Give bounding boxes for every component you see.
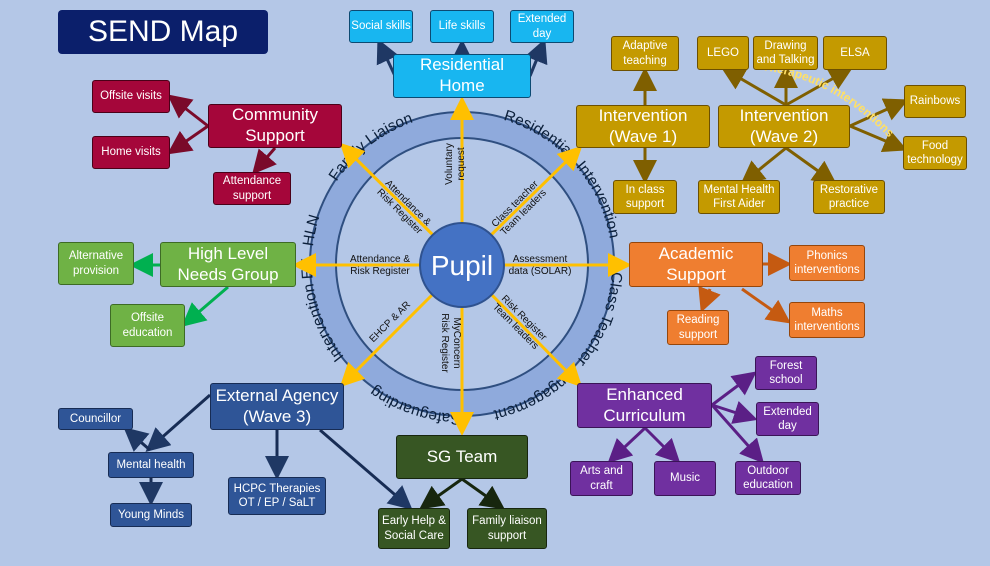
node-elsa[interactable]: ELSA xyxy=(823,36,887,70)
spoke-label-south: MyConcernRisk Register xyxy=(439,313,462,373)
node-offsite-visits[interactable]: Offsite visits xyxy=(92,80,170,113)
svg-text:HLN: HLN xyxy=(300,213,323,248)
node-adaptive-teaching[interactable]: Adaptive teaching xyxy=(611,36,679,71)
node-early-help-social-care[interactable]: Early Help & Social Care xyxy=(378,508,450,549)
node-sg-team[interactable]: SG Team xyxy=(396,435,528,479)
node-restorative-practice[interactable]: Restorative practice xyxy=(813,180,885,214)
external-connectors xyxy=(123,393,413,510)
pupil-circle xyxy=(419,222,505,308)
node-food-technology[interactable]: Food technology xyxy=(903,136,967,170)
spoke-northwest xyxy=(339,142,437,239)
hln-connectors xyxy=(129,253,229,327)
node-hcpc-therapies[interactable]: HCPC Therapies OT / EP / SaLT xyxy=(228,477,326,515)
academic-connectors xyxy=(698,252,792,324)
node-arts-and-craft[interactable]: Arts and craft xyxy=(570,461,633,496)
spoke-northeast xyxy=(487,145,583,239)
spokes xyxy=(292,96,632,436)
node-residential-home[interactable]: Residential Home xyxy=(393,54,531,98)
spoke-southeast xyxy=(487,290,583,388)
node-music[interactable]: Music xyxy=(654,461,716,496)
node-in-class-support[interactable]: In class support xyxy=(613,180,677,214)
node-drawing-and-talking[interactable]: Drawing and Talking xyxy=(753,36,818,70)
node-family-liaison-support[interactable]: Family liaison support xyxy=(467,508,547,549)
node-enhanced-curriculum[interactable]: Enhanced Curriculum xyxy=(577,383,712,428)
node-outdoor-education[interactable]: Outdoor education xyxy=(735,461,801,495)
node-academic-support[interactable]: Academic Support xyxy=(629,242,763,287)
node-councillor[interactable]: Councillor xyxy=(58,408,133,430)
node-intervention-wave1[interactable]: Intervention (Wave 1) xyxy=(576,105,710,148)
node-extended-day-top[interactable]: Extended day xyxy=(510,10,574,43)
sg-connectors xyxy=(419,477,505,510)
node-young-minds[interactable]: Young Minds xyxy=(110,503,192,527)
node-mental-health-first-aider[interactable]: Mental Health First Aider xyxy=(698,180,780,214)
node-lego[interactable]: LEGO xyxy=(697,36,749,70)
node-mental-health[interactable]: Mental health xyxy=(108,452,194,478)
node-intervention-wave2[interactable]: Intervention (Wave 2) xyxy=(718,105,850,148)
node-offsite-education[interactable]: Offsite education xyxy=(110,304,185,347)
node-life-skills[interactable]: Life skills xyxy=(430,10,494,43)
node-maths-interventions[interactable]: Maths interventions xyxy=(789,302,865,338)
node-attendance-support[interactable]: Attendance support xyxy=(213,172,291,205)
node-alternative-provision[interactable]: Alternative provision xyxy=(58,242,134,285)
ring-label-hln: HLN xyxy=(300,213,323,248)
residential-connectors xyxy=(376,38,548,77)
node-forest-school[interactable]: Forest school xyxy=(755,356,817,390)
intervention-connectors xyxy=(633,64,909,185)
spoke-label-west: Attendance &Risk Register xyxy=(350,254,410,277)
node-reading-support[interactable]: Reading support xyxy=(667,310,729,345)
node-high-level-needs-group[interactable]: High Level Needs Group xyxy=(160,242,296,287)
node-home-visits[interactable]: Home visits xyxy=(92,136,170,169)
pupil-label: Pupil xyxy=(431,250,493,281)
node-community-support[interactable]: Community Support xyxy=(208,104,342,148)
node-external-agency[interactable]: External Agency (Wave 3) xyxy=(210,383,344,430)
community-connectors xyxy=(167,94,277,175)
page-title: SEND Map xyxy=(58,10,268,54)
node-rainbows[interactable]: Rainbows xyxy=(904,85,966,118)
node-social-skills[interactable]: Social skills xyxy=(349,10,413,43)
node-phonics-interventions[interactable]: Phonics interventions xyxy=(789,245,865,281)
node-extended-day-right[interactable]: Extended day xyxy=(756,402,819,436)
spoke-southwest xyxy=(339,290,437,388)
spoke-label-north: Voluntaryrequest xyxy=(444,143,467,185)
enhanced-connectors xyxy=(607,371,764,464)
